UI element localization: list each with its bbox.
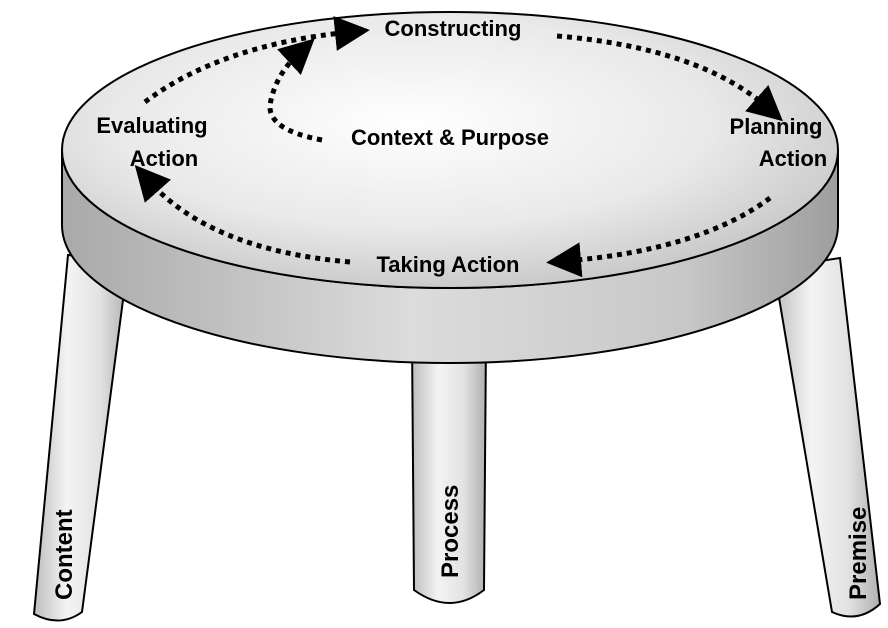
- label-evaluating-line2: Action: [130, 146, 198, 171]
- arrow-planning-to-taking: [546, 195, 772, 278]
- label-premise: Premise: [845, 507, 872, 600]
- label-taking-action: Taking Action: [377, 252, 520, 277]
- label-evaluating-line1: Evaluating: [96, 113, 207, 138]
- arrow-evaluating-to-constructing: [143, 16, 370, 104]
- label-planning-line2: Action: [759, 146, 827, 171]
- label-constructing: Constructing: [385, 16, 522, 41]
- left-leg: [32, 253, 130, 622]
- arrow-taking-to-evaluating: [134, 165, 351, 265]
- label-process: Process: [437, 485, 464, 578]
- seat-top: [61, 11, 839, 289]
- middle-leg: [410, 339, 488, 604]
- label-planning-line1: Planning: [730, 114, 823, 139]
- cycle-arrows: [134, 16, 784, 278]
- right-leg: [772, 256, 882, 618]
- arrow-constructing-to-planning: [556, 33, 784, 122]
- label-content: Content: [51, 509, 78, 600]
- label-context-purpose: Context & Purpose: [351, 125, 549, 150]
